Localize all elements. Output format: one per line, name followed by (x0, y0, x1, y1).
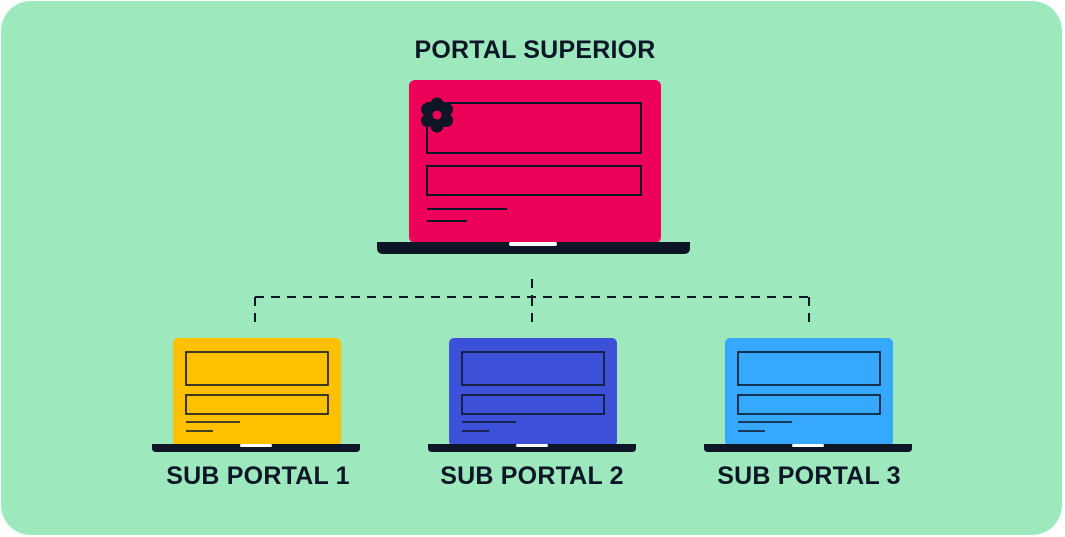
top-laptop-field-2 (426, 165, 642, 196)
sub-laptop-3 (704, 338, 912, 452)
sub-laptop-2-field-1 (461, 351, 605, 386)
sub-laptop-2 (428, 338, 636, 452)
sub-laptop-3-field-2 (737, 394, 881, 415)
top-portal-label: PORTAL SUPERIOR (414, 36, 656, 64)
sub-laptop-2-field-2 (461, 394, 605, 415)
sub-laptop-1-field-2 (185, 394, 329, 415)
top-laptop (377, 80, 690, 254)
sub-laptop-1-notch (240, 444, 272, 447)
sub-laptop-3-notch (792, 444, 824, 447)
sub-laptop-2-screen (449, 338, 617, 446)
gear-icon (421, 97, 453, 133)
sub-portal-2-label: SUB PORTAL 2 (440, 462, 624, 490)
top-laptop-base (377, 242, 690, 254)
sub-laptop-1-field-1 (185, 351, 329, 386)
top-laptop-screen (409, 80, 661, 243)
sub-laptop-2-notch (516, 444, 548, 447)
connector-lines (254, 279, 810, 322)
sub-portal-3-label: SUB PORTAL 3 (717, 462, 901, 490)
sub-laptop-1 (152, 338, 360, 452)
top-laptop-field-1 (426, 102, 642, 154)
sub-laptop-3-base (704, 444, 912, 452)
sub-laptop-1-base (152, 444, 360, 452)
sub-laptop-3-field-1 (737, 351, 881, 386)
sub-laptop-3-screen (725, 338, 893, 446)
sub-portal-1-label: SUB PORTAL 1 (166, 462, 350, 490)
sub-laptop-2-base (428, 444, 636, 452)
sub-laptop-1-screen (173, 338, 341, 446)
top-laptop-notch (509, 242, 557, 246)
